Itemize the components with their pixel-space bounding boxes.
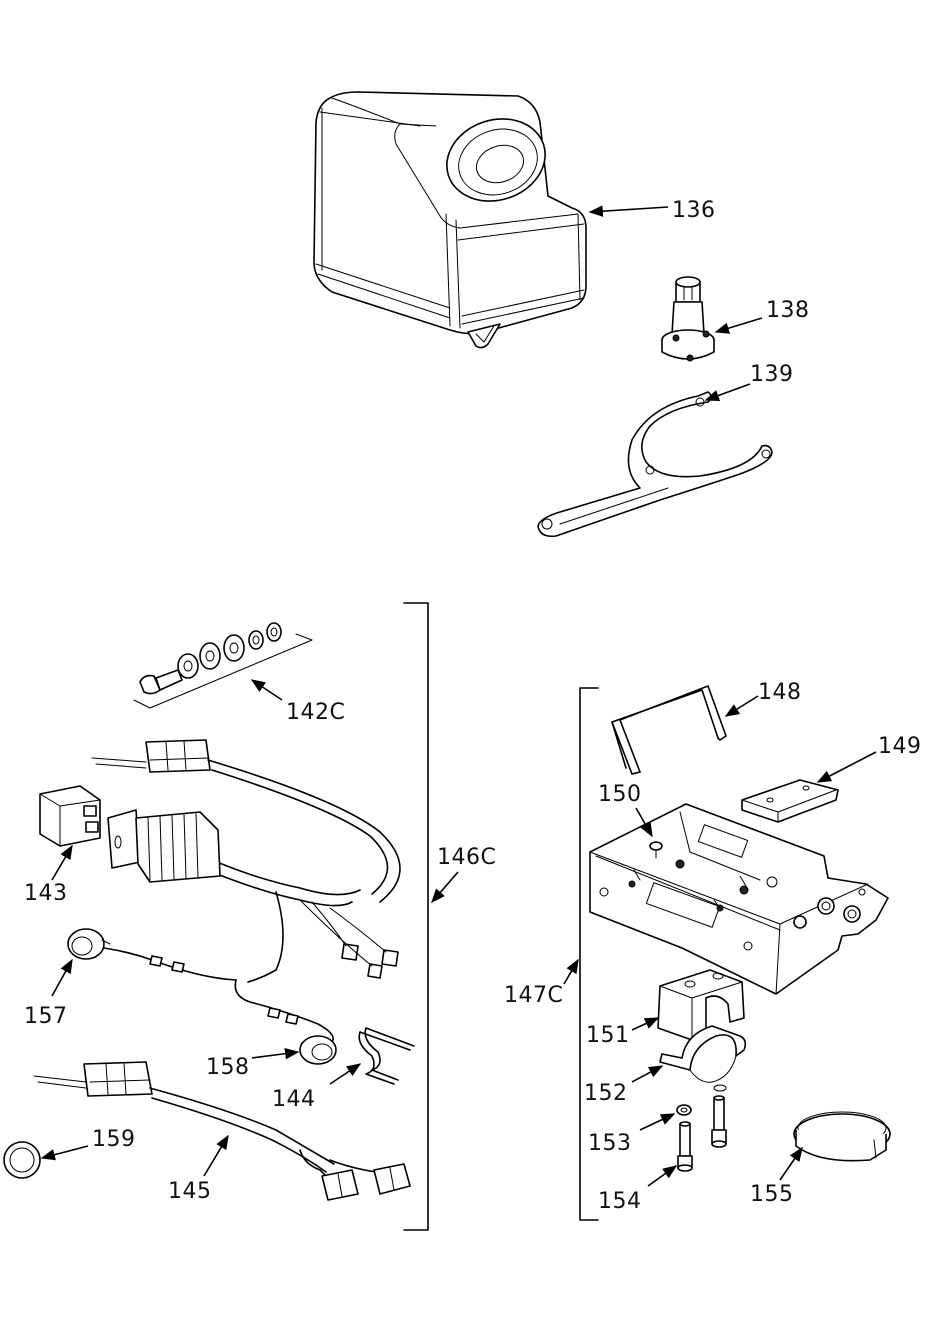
- label-153: 153: [588, 1131, 632, 1156]
- light-157: [67, 928, 111, 960]
- lens-159: [3, 1141, 41, 1179]
- label-142c: 142C: [286, 700, 345, 725]
- label-152: 152: [584, 1081, 628, 1106]
- label-148: 148: [758, 680, 802, 705]
- label-145: 145: [168, 1179, 212, 1204]
- label-155: 155: [750, 1182, 794, 1207]
- label-146c: 146C: [437, 845, 496, 870]
- harness-145: [33, 1061, 411, 1201]
- label-158: 158: [206, 1055, 250, 1080]
- label-136: 136: [672, 198, 716, 223]
- clip-144: [358, 1027, 415, 1085]
- label-144: 144: [272, 1087, 316, 1112]
- label-157: 157: [24, 1004, 68, 1029]
- reservoir-tank: [313, 91, 587, 349]
- mounting-bracket: [589, 803, 889, 995]
- wiring-harness: [39, 739, 401, 1045]
- light-158: [299, 1035, 337, 1065]
- spanner-wrench: [537, 391, 773, 538]
- hardware-kit: [133, 622, 313, 709]
- label-138: 138: [766, 298, 810, 323]
- band-155: [793, 1111, 891, 1162]
- plate-149: [741, 779, 839, 823]
- washers-bolts: [676, 1095, 727, 1172]
- clamp-block-151: [657, 969, 745, 1041]
- label-159: 159: [92, 1127, 136, 1152]
- handle-148: [611, 685, 727, 775]
- bracket-147c: [579, 687, 599, 1221]
- label-139: 139: [750, 362, 794, 387]
- label-151: 151: [586, 1023, 630, 1048]
- label-147c: 147C: [504, 983, 563, 1008]
- label-150: 150: [598, 782, 642, 807]
- label-154: 154: [598, 1189, 642, 1214]
- label-143: 143: [24, 881, 68, 906]
- bracket-146c: [403, 602, 429, 1231]
- label-149: 149: [878, 734, 922, 759]
- filler-fitting: [661, 276, 715, 362]
- strap-152: [659, 1025, 747, 1092]
